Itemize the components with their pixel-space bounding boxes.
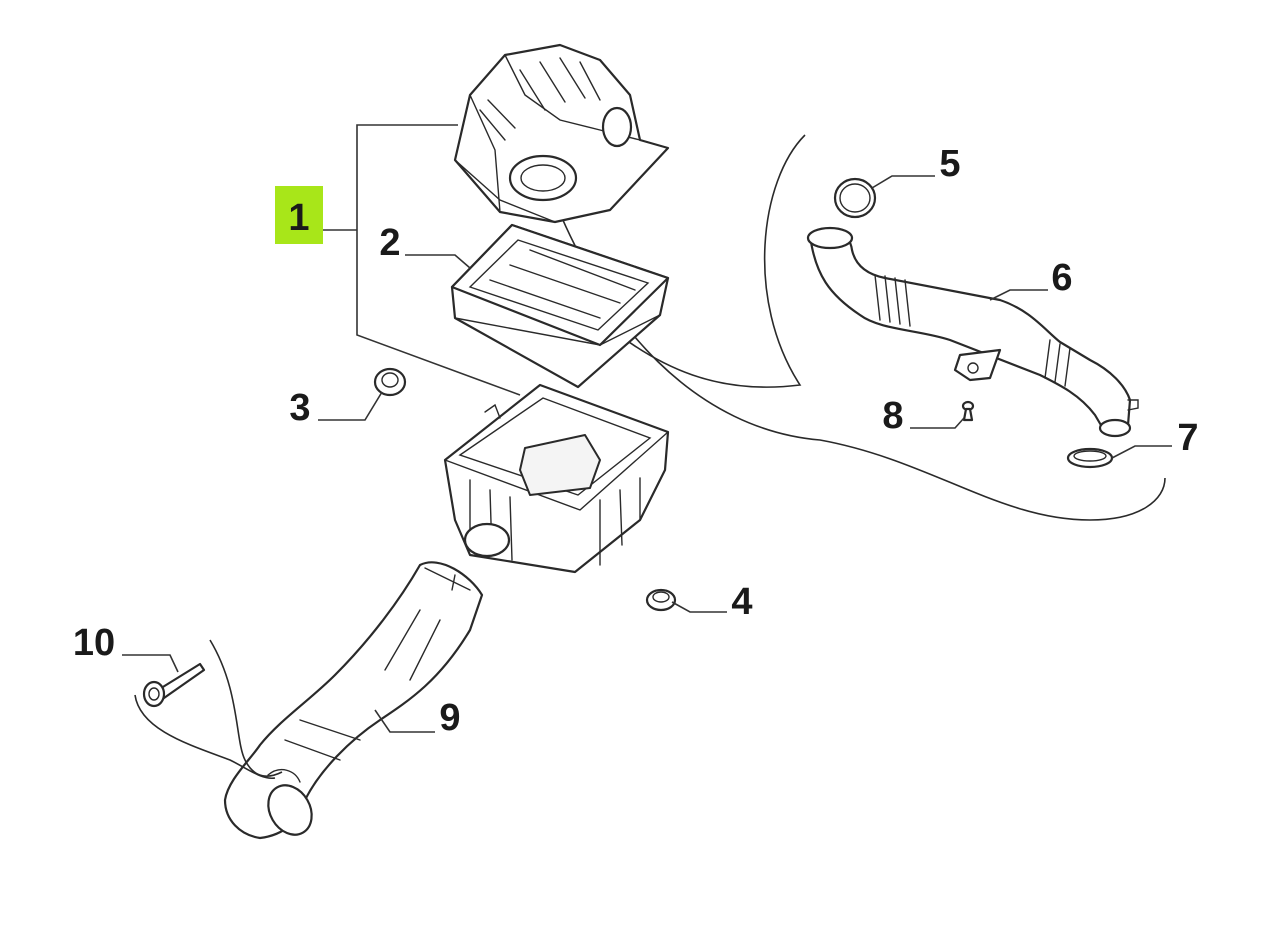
callout-5[interactable]: 5 <box>939 143 960 185</box>
callout-3[interactable]: 3 <box>289 387 310 429</box>
clamp-ring-7[interactable] <box>1066 447 1114 469</box>
air-filter-element[interactable] <box>450 223 670 389</box>
air-filter-housing-lower[interactable] <box>443 383 670 574</box>
leader-lines <box>122 124 1172 733</box>
push-clip-8[interactable] <box>961 400 975 422</box>
bolt-10[interactable] <box>142 662 206 708</box>
callout-10[interactable]: 10 <box>73 622 115 664</box>
air-filter-cover[interactable] <box>453 43 670 224</box>
callout-7[interactable]: 7 <box>1177 417 1198 459</box>
bolt-connection-curve-outer <box>134 694 276 780</box>
callout-2[interactable]: 2 <box>379 222 400 264</box>
callout-6[interactable]: 6 <box>1051 257 1072 299</box>
air-intake-duct-9[interactable] <box>223 561 484 842</box>
callout-1[interactable]: 1 <box>288 197 309 239</box>
grommet-4[interactable] <box>645 588 677 612</box>
callout-8[interactable]: 8 <box>882 395 903 437</box>
bolt-connection-curve <box>209 639 283 777</box>
grommet-3[interactable] <box>373 367 407 397</box>
assembly-connection-curve <box>599 134 806 388</box>
clamp-ring-5[interactable] <box>833 177 877 219</box>
callout-9[interactable]: 9 <box>439 697 460 739</box>
callout-4[interactable]: 4 <box>731 581 752 623</box>
highlight-box <box>275 186 323 244</box>
intake-hose-6[interactable] <box>806 226 1139 438</box>
